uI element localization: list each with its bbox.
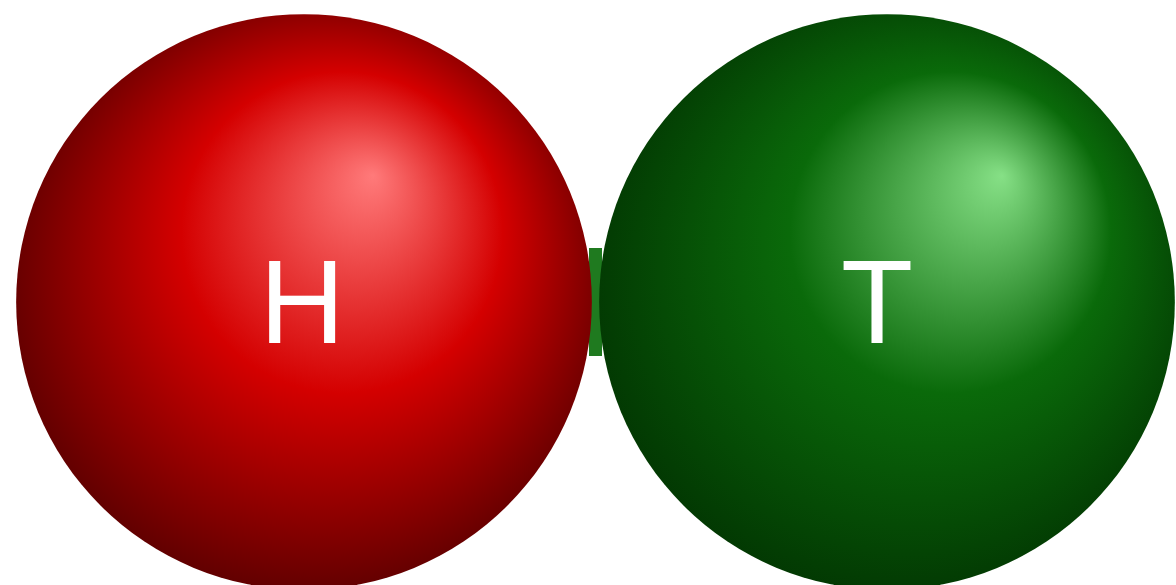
atom-label: H — [259, 243, 344, 361]
atom-sphere: H — [15, 13, 593, 585]
atom-label: T — [841, 243, 913, 361]
atom-sphere: T — [598, 13, 1176, 585]
